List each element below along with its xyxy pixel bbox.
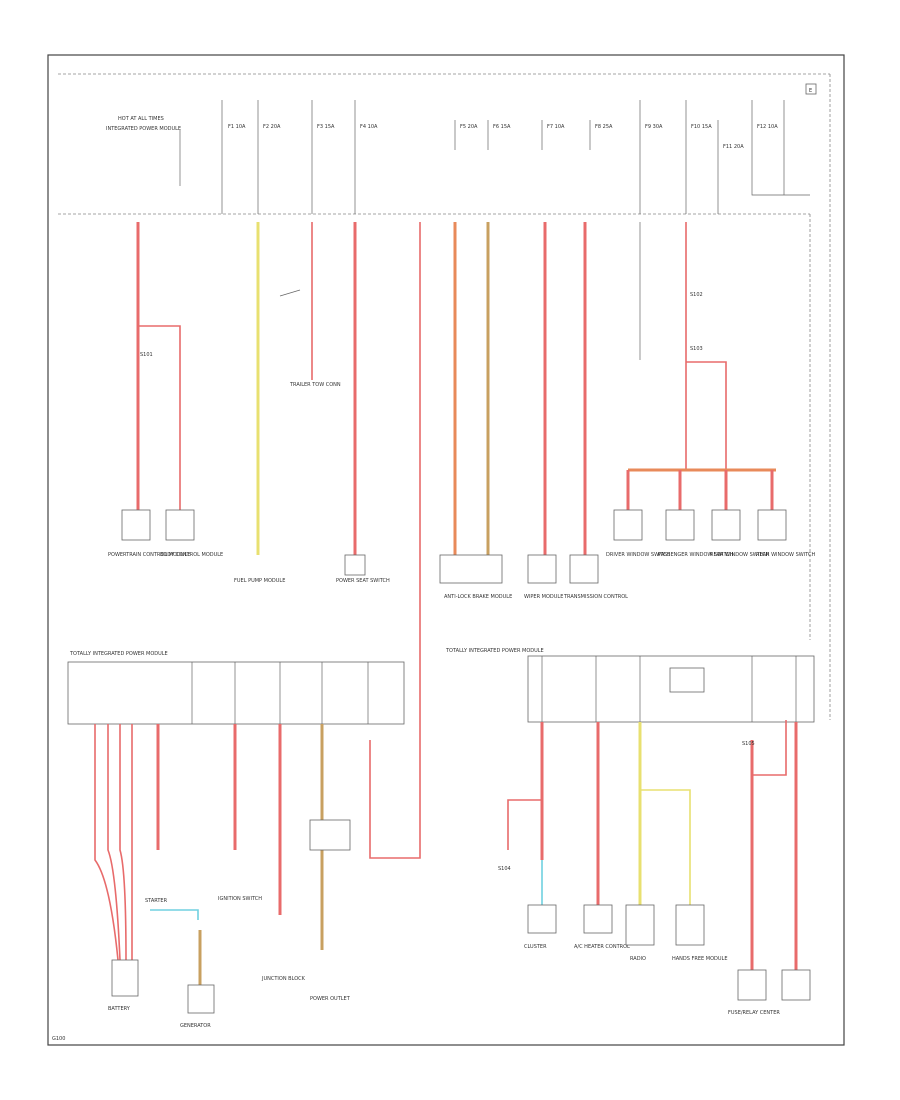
pcm-box — [121, 509, 151, 541]
transmission-label: TRANSMISSION CONTROL — [563, 594, 628, 600]
svg-text:S103: S103 — [690, 346, 703, 352]
corner-tag-box — [805, 83, 817, 95]
footer-left: G100 — [52, 1036, 65, 1042]
svg-text:F5 20A: F5 20A — [460, 124, 478, 130]
left-module-label: TOTALLY INTEGRATED POWER MODULE — [69, 651, 168, 657]
svg-text:F1 10A: F1 10A — [228, 124, 246, 130]
wire-cluster — [507, 722, 543, 850]
svg-text:PASSENGER WINDOW SWITCH: PASSENGER WINDOW SWITCH — [658, 552, 734, 558]
svg-text:F10 15A: F10 15A — [691, 124, 712, 130]
svg-text:F3 15A: F3 15A — [317, 124, 335, 130]
bcm-label: BODY CONTROL MODULE — [160, 552, 223, 558]
svg-text:F8 25A: F8 25A — [595, 124, 613, 130]
wire-loop — [369, 222, 421, 859]
diagram-frame — [47, 54, 845, 1046]
svg-text:S102: S102 — [690, 292, 703, 298]
top-fuse-stubs — [221, 100, 810, 214]
svg-text:JUNCTION BLOCK: JUNCTION BLOCK — [261, 976, 306, 982]
svg-text:F9 30A: F9 30A — [645, 124, 663, 130]
svg-text:REAR WINDOW SWITCH: REAR WINDOW SWITCH — [756, 552, 815, 558]
battery-box — [111, 959, 139, 997]
generator-box — [187, 984, 215, 1014]
battery-label: BATTERY — [108, 1006, 131, 1012]
power-seat-label: POWER SEAT SWITCH — [336, 578, 390, 584]
bcm-box — [165, 509, 195, 541]
svg-text:S105: S105 — [742, 741, 755, 747]
svg-text:IGNITION SWITCH: IGNITION SWITCH — [218, 896, 262, 902]
starter-label: STARTER — [145, 898, 168, 904]
top-sublabel: INTEGRATED POWER MODULE — [106, 126, 181, 132]
power-outlet-label: POWER OUTLET — [310, 996, 351, 1002]
generator-label: GENERATOR — [180, 1023, 211, 1029]
wiper-box — [527, 554, 557, 584]
svg-text:F6 15A: F6 15A — [493, 124, 511, 130]
svg-text:S104: S104 — [498, 866, 511, 872]
abs-box — [439, 554, 503, 584]
trailer-tow-label: TRAILER TOW CONN — [289, 382, 341, 388]
wire-battery-1 — [94, 724, 119, 961]
fuel-pump-label: FUEL PUMP MODULE — [234, 578, 285, 584]
pcm-label: POWERTRAIN CONTROL MODULE — [108, 552, 190, 558]
svg-text:REAR WINDOW SWITCH: REAR WINDOW SWITCH — [710, 552, 769, 558]
ac-heater-label: A/C HEATER CONTROL — [574, 944, 630, 950]
svg-text:FUSE/RELAY CENTER: FUSE/RELAY CENTER — [728, 1010, 780, 1016]
top-label: HOT AT ALL TIMES — [118, 116, 164, 122]
transmission-box — [569, 554, 599, 584]
svg-text:F11 20A: F11 20A — [723, 144, 744, 150]
radio-label: RADIO — [630, 956, 646, 962]
svg-text:F12 10A: F12 10A — [757, 124, 778, 130]
left-module — [67, 661, 405, 725]
wire-generator-cyan — [150, 909, 199, 920]
fuse-labels-top: F1 10A F2 20A F3 15A F4 10A F5 20A F6 15… — [228, 124, 778, 150]
svg-text:F4 10A: F4 10A — [360, 124, 378, 130]
svg-text:F2 20A: F2 20A — [263, 124, 281, 130]
right-module-label: TOTALLY INTEGRATED POWER MODULE — [445, 648, 544, 654]
cluster-label: CLUSTER — [524, 944, 547, 950]
svg-text:F7 10A: F7 10A — [547, 124, 565, 130]
abs-label: ANTI-LOCK BRAKE MODULE — [444, 594, 512, 600]
wiper-label: WIPER MODULE — [524, 594, 563, 600]
cluster-box — [527, 904, 557, 934]
svg-text:DRIVER WINDOW SWITCH: DRIVER WINDOW SWITCH — [606, 552, 671, 558]
corner-tag: E — [809, 88, 812, 94]
hands-free-label: HANDS FREE MODULE — [672, 956, 728, 962]
svg-text:S101: S101 — [140, 352, 153, 358]
